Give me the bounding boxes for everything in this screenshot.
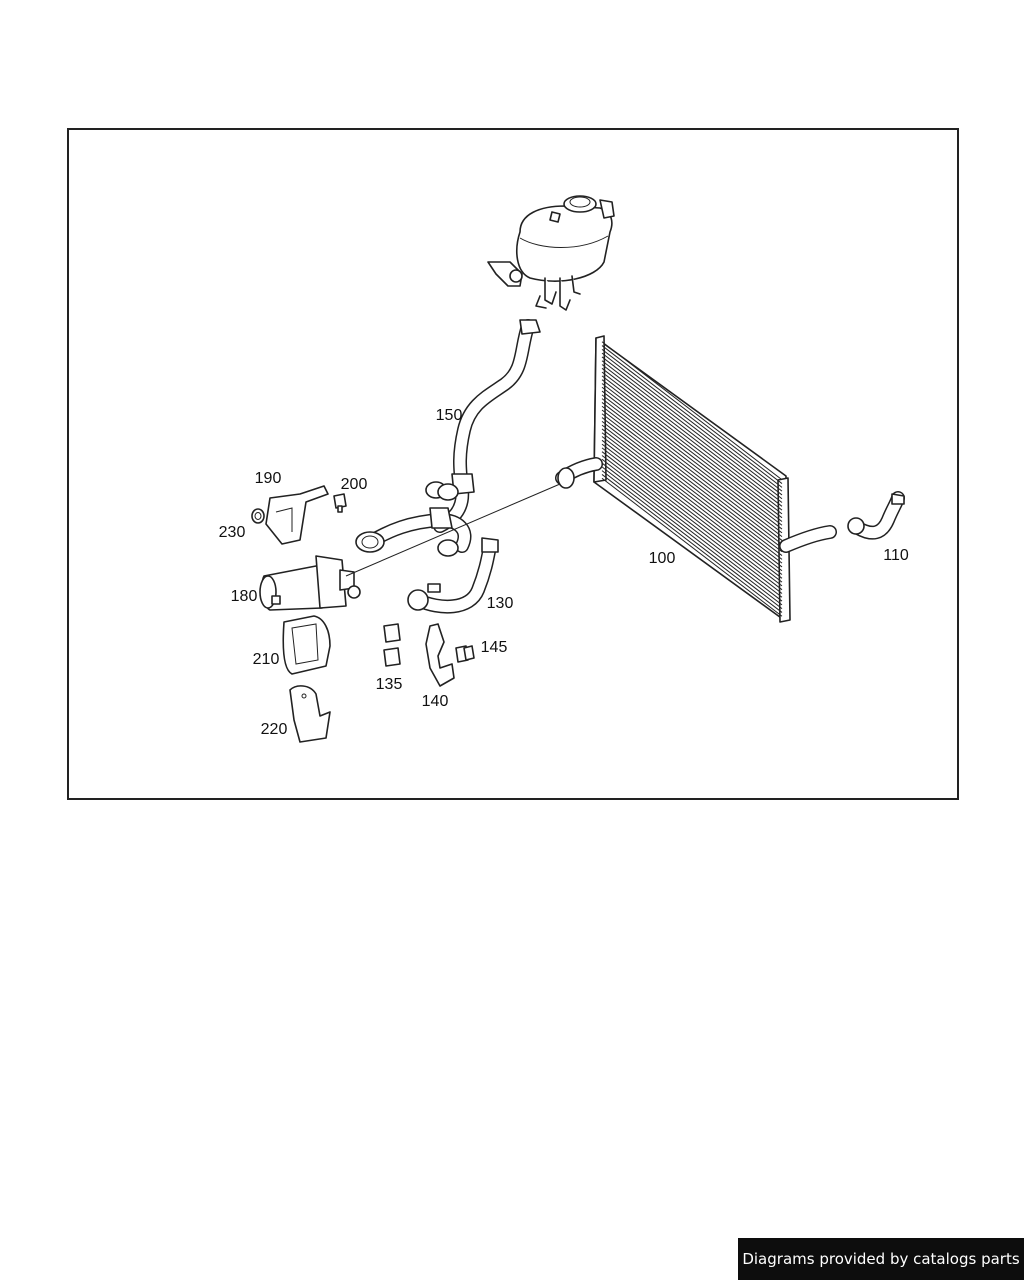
strap-220[interactable] [289,685,331,743]
bolt-145[interactable] [455,645,475,663]
radiator-fin [601,417,783,556]
radiator-fin [601,390,783,530]
radiator-fin [601,402,783,541]
radiator-outlet[interactable] [779,525,837,553]
radiator-fin [601,405,783,545]
screw-200[interactable] [333,493,347,513]
radiator-fin [601,413,783,553]
callout-220[interactable]: 220 [261,721,288,738]
radiator-fin [601,364,783,503]
radiator-fin [601,352,783,492]
radiator-fin [601,383,783,522]
radiator-fin [601,394,783,534]
radiator-fin [601,348,783,488]
radiator-fin [601,420,783,560]
radiator-fin [601,451,783,591]
radiator-fin [601,439,783,579]
insulator-210[interactable] [282,615,331,675]
callout-140[interactable]: 140 [422,693,449,710]
hose-150[interactable] [425,319,541,533]
radiator-inlet[interactable] [555,457,603,489]
credit-badge: Diagrams provided by catalogs parts [738,1238,1024,1280]
water-pump-180[interactable] [259,555,361,611]
callout-200[interactable]: 200 [341,476,368,493]
clip-135[interactable] [383,623,401,667]
hose-110[interactable] [847,491,905,540]
radiator-fin [601,375,783,515]
callout-135[interactable]: 135 [376,676,403,693]
pump-hose-assembly[interactable] [355,507,472,557]
radiator-fin [601,477,783,617]
radiator-fin [601,386,783,526]
radiator-fin [601,341,783,481]
radiator-fin [601,443,783,583]
leader-line [345,483,561,577]
callout-130[interactable]: 130 [487,595,514,612]
radiator-fin [601,424,783,564]
callout-210[interactable]: 210 [253,651,280,668]
radiator-fin [601,458,783,598]
radiator-fin [601,428,783,568]
radiator-fin [601,462,783,602]
bracket-190[interactable] [265,485,329,545]
radiator-fin [601,379,783,519]
radiator-fin [601,409,783,549]
hose-130[interactable] [407,537,499,614]
callout-180[interactable]: 180 [231,588,258,605]
radiator-fin [601,371,783,511]
radiator-fin [601,455,783,594]
clamp-140[interactable] [425,623,455,687]
radiator-fin [601,367,783,507]
callout-150[interactable]: 150 [436,407,463,424]
radiator-fin [601,447,783,587]
radiator-fin [601,436,783,575]
radiator-fin [601,474,783,613]
diagram-frame [67,128,959,800]
callout-190[interactable]: 190 [255,470,282,487]
callout-100[interactable]: 100 [649,550,676,567]
expansion-tank[interactable] [487,195,615,311]
radiator-fin [601,432,783,572]
nut-230[interactable] [251,508,265,524]
callout-110[interactable]: 110 [883,547,909,564]
radiator-fin [601,360,783,500]
radiator-100[interactable] [593,335,791,623]
callout-145[interactable]: 145 [481,639,508,656]
radiator-fin [601,356,783,496]
radiator-fin [601,345,783,484]
callout-230[interactable]: 230 [219,524,246,541]
radiator-fin [601,398,783,538]
radiator-fin [601,466,783,606]
radiator-fin [601,470,783,610]
